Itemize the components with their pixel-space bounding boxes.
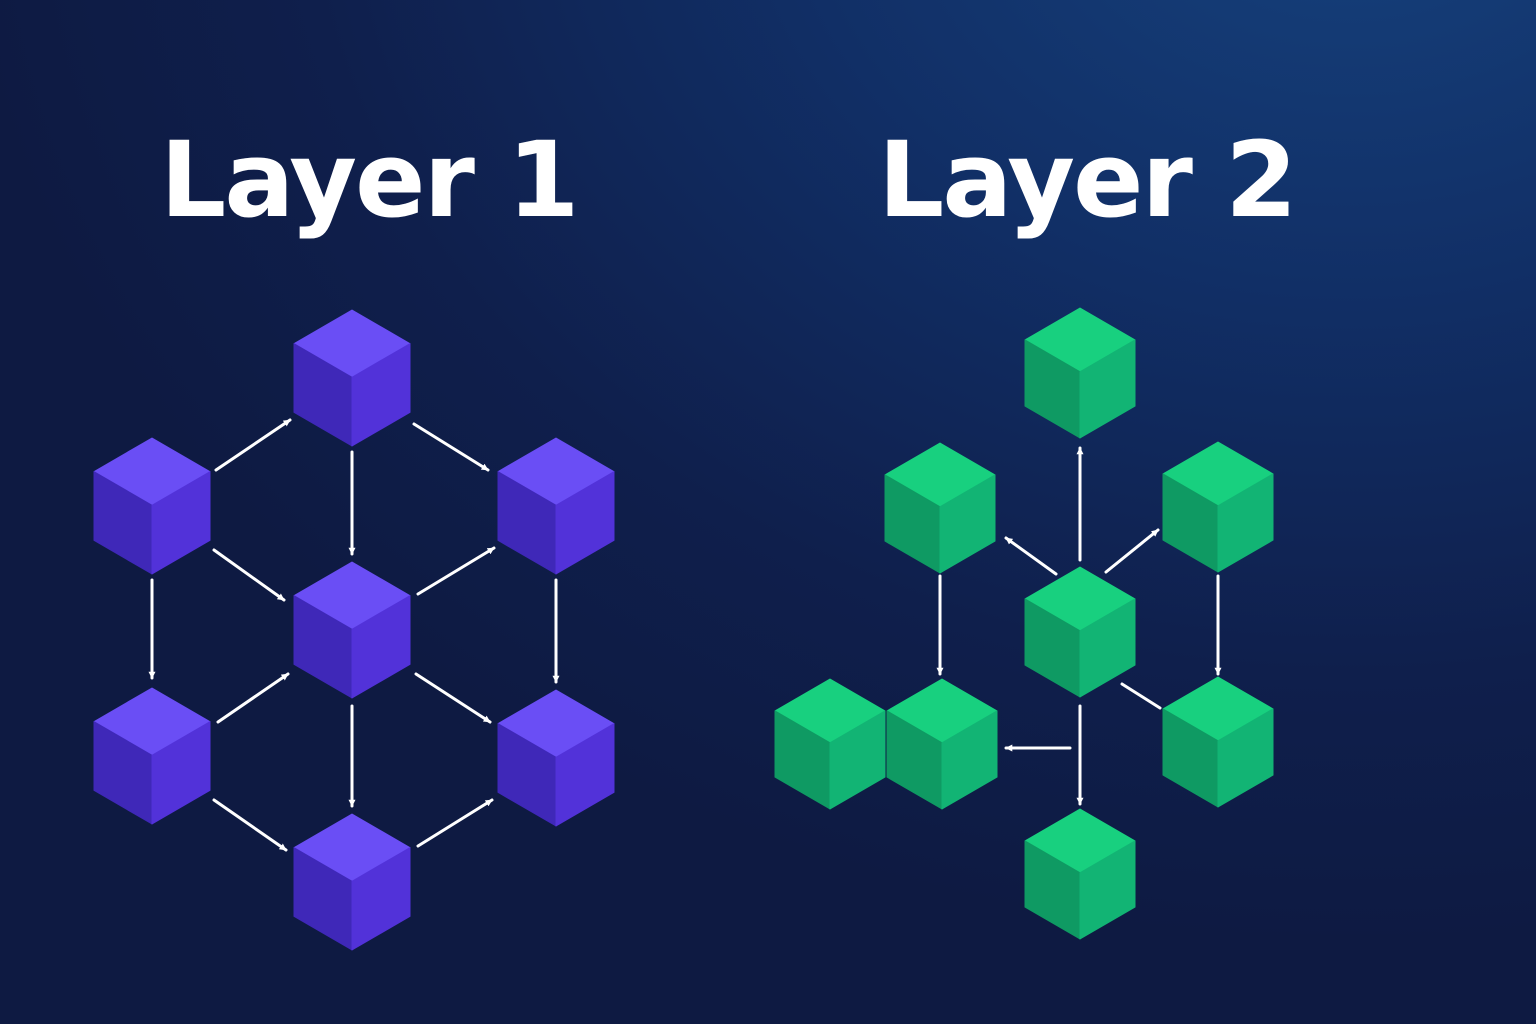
layer-1-title: Layer 1 bbox=[160, 119, 579, 241]
arrow bbox=[1104, 528, 1160, 574]
cube-right-face bbox=[351, 595, 411, 699]
cube-right-face bbox=[1079, 598, 1136, 698]
layer-2-block-5 bbox=[774, 678, 886, 810]
layer-1-blocks bbox=[93, 309, 615, 951]
layer-1-block-6 bbox=[497, 689, 615, 827]
layer-2-block-3 bbox=[1162, 441, 1274, 573]
arrow bbox=[416, 546, 496, 596]
layer-2-block-1 bbox=[1024, 307, 1136, 439]
cube-right-face bbox=[555, 471, 615, 575]
layer-1-block-5 bbox=[93, 687, 211, 825]
cube-right-face bbox=[351, 847, 411, 951]
layer-2-block-2 bbox=[884, 442, 996, 574]
arrow bbox=[212, 798, 288, 852]
layer-1-block-2 bbox=[93, 437, 211, 575]
cube-right-face bbox=[151, 471, 211, 575]
arrow bbox=[214, 418, 292, 472]
layer-2-block-8 bbox=[1024, 808, 1136, 940]
layer-1-block-4 bbox=[293, 561, 411, 699]
cube-right-face bbox=[941, 710, 998, 810]
arrow bbox=[212, 548, 286, 602]
cube-right-face bbox=[829, 710, 886, 810]
arrow bbox=[216, 672, 290, 724]
layer-2-block-4 bbox=[1024, 566, 1136, 698]
cube-right-face bbox=[1079, 840, 1136, 940]
cube-right-face bbox=[1079, 339, 1136, 439]
layer-2-diagram bbox=[774, 307, 1274, 940]
layer-2-title: Layer 2 bbox=[878, 119, 1297, 241]
cube-right-face bbox=[1217, 473, 1274, 573]
layer-1-diagram bbox=[93, 309, 615, 951]
cube-right-face bbox=[351, 343, 411, 447]
layer-1-block-3 bbox=[497, 437, 615, 575]
layer-2-blocks bbox=[774, 307, 1274, 940]
arrow bbox=[412, 422, 490, 472]
cube-right-face bbox=[151, 721, 211, 825]
layer-1-block-7 bbox=[293, 813, 411, 951]
layer-2-block-7 bbox=[1162, 676, 1274, 808]
arrow bbox=[414, 672, 492, 724]
cube-right-face bbox=[939, 474, 996, 574]
arrow bbox=[1004, 536, 1058, 576]
arrow bbox=[416, 798, 494, 848]
layer-1-arrows bbox=[148, 418, 560, 852]
layer-2-block-6 bbox=[886, 678, 998, 810]
layer-2-arrows bbox=[936, 446, 1222, 806]
layer-1-block-1 bbox=[293, 309, 411, 447]
connector-line bbox=[1120, 682, 1162, 710]
cube-right-face bbox=[1217, 708, 1274, 808]
cube-right-face bbox=[555, 723, 615, 827]
